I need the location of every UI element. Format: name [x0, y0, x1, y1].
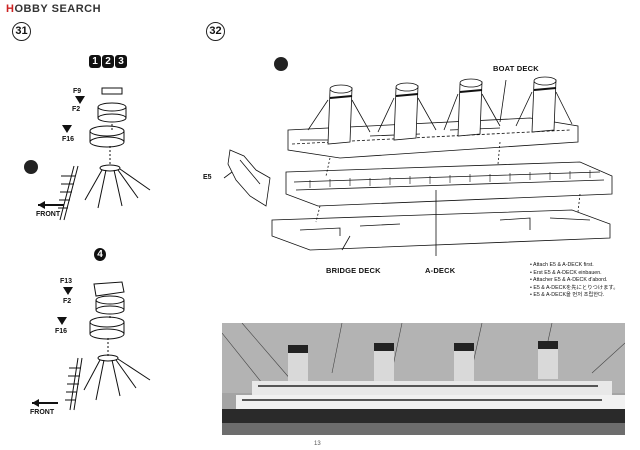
- part-label-f2: F2: [72, 106, 81, 113]
- cement-marker-icon: [63, 287, 73, 295]
- cement-icon: [24, 160, 38, 174]
- boat-deck-label: BOAT DECK: [493, 64, 539, 73]
- cement-marker-icon: [62, 125, 72, 133]
- part-label-f16: F16: [62, 136, 75, 143]
- cement-marker-icon: [57, 317, 67, 325]
- part-label-f13: F13: [60, 278, 73, 285]
- step-31-number: 31: [12, 22, 31, 41]
- assembly-notes: • Attach E5 & A-DECK first. • Erst E5 & …: [530, 262, 619, 300]
- a-deck-label: A-DECK: [425, 266, 456, 275]
- note-korean: • E5 & A-DECK을 먼저 조립한다.: [530, 292, 605, 299]
- step-32-number: 32: [206, 22, 225, 41]
- sub-step-badge-3: 3: [115, 55, 127, 68]
- sub-step-badge-1: 1: [89, 55, 101, 68]
- funnel-assembly-diagram-top: [58, 87, 151, 221]
- part-label-f9: F9: [73, 88, 82, 95]
- front-label: FRONT: [36, 211, 61, 218]
- front-label: FRONT: [30, 409, 55, 416]
- deck-exploded-diagram: [223, 76, 613, 256]
- sub-step-badge-2: 2: [102, 55, 114, 68]
- arrow-left-icon: [32, 399, 58, 407]
- ship-model-image: [222, 323, 625, 435]
- bridge-deck-label: BRIDGE DECK: [326, 266, 381, 275]
- note-japanese: • E5 & A-DECKを先にとりつけます。: [530, 284, 619, 291]
- hobbysearch-logo: HOBBY SEARCH: [6, 3, 102, 15]
- cement-icon: [274, 57, 288, 71]
- funnel-assembly-diagram-bottom: [65, 281, 151, 411]
- arrow-left-icon: [38, 201, 64, 209]
- note-english: • Attach E5 & A-DECK first.: [530, 262, 594, 268]
- sub-step-badge-4: 4: [94, 248, 106, 261]
- part-label-f16: F16: [55, 328, 68, 335]
- note-french: • Attacher E5 & A-DECK d'abord.: [530, 277, 608, 284]
- cement-marker-icon: [75, 96, 85, 104]
- completed-model-photo: [222, 323, 625, 435]
- e5-part-label: E5: [203, 174, 212, 181]
- page-number: 13: [314, 441, 321, 447]
- note-german: • Erst E5 & A-DECK einbauen.: [530, 269, 602, 276]
- part-label-f2: F2: [63, 298, 72, 305]
